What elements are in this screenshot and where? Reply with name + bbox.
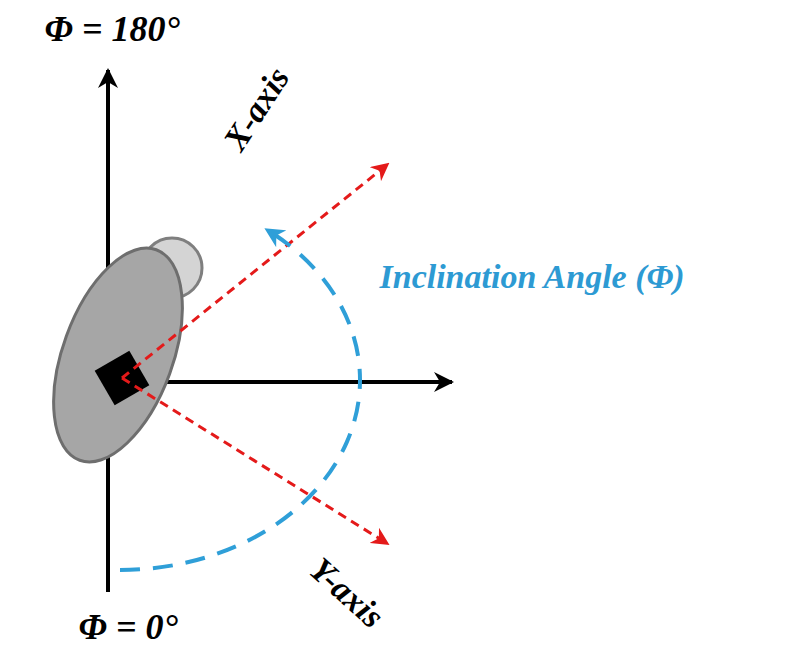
- x-axis-arrow: [122, 164, 388, 378]
- body-ellipse: [28, 231, 208, 479]
- angle-label: Inclination Angle (Φ): [376, 258, 689, 295]
- angle-value: Φ = 180°: [45, 10, 180, 50]
- angle-value: Φ = 0°: [79, 608, 178, 648]
- axis-label: X-axis: [215, 60, 296, 156]
- axis-label: Y-axis: [302, 550, 391, 635]
- inclination-arc: [120, 230, 360, 570]
- y-axis-arrow: [122, 378, 388, 544]
